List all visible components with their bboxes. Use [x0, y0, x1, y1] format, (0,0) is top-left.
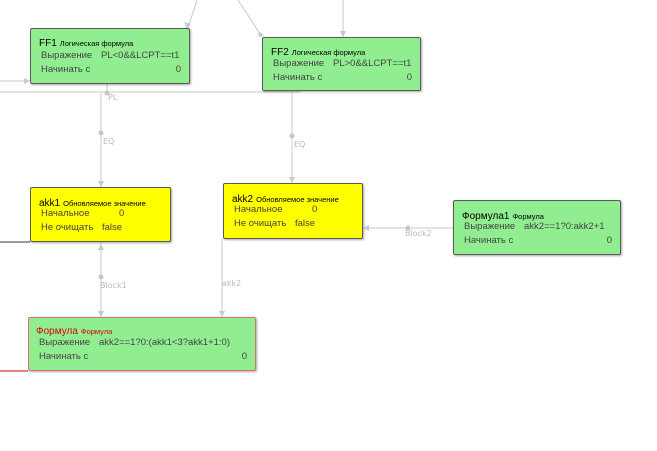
block-formula1-expr-value: akk2==1?0:akk2+1	[524, 221, 605, 232]
wire-label-akk2: akk2	[222, 279, 242, 288]
block-akk2-init-row: Начальное 0	[234, 204, 354, 216]
block-ff1-start-row: Начинать с 0	[41, 64, 181, 76]
block-ff2-start-value: 0	[406, 72, 412, 83]
block-akk2-noclear-label: Не очищать	[234, 218, 287, 229]
block-akk2-noclear-value: false	[295, 218, 316, 229]
block-akk2-init-value: 0	[312, 204, 318, 215]
block-akk1-init-value: 0	[119, 208, 125, 219]
block-akk1-noclear-value: false	[102, 222, 123, 233]
wire-label-block2: Block2	[405, 229, 432, 238]
wire-label-eq-ff1: EQ	[103, 137, 115, 146]
block-ff2-name: FF2	[271, 47, 289, 58]
block-formula1-name: Формула1	[462, 211, 510, 222]
block-ff2-start-row: Начинать с 0	[273, 72, 412, 84]
block-formula-expr-row: Выражение akk2==1?0:(akk1<3?akk1+1:0)	[39, 337, 247, 349]
block-formula-expr-value: akk2==1?0:(akk1<3?akk1+1:0)	[99, 337, 230, 348]
block-formula1-type: Формула	[512, 212, 544, 221]
block-formula-name: Формула	[36, 326, 78, 337]
block-ff2-expr-value: PL>0&&LCPT==t1	[333, 58, 412, 69]
block-formula-start-value: 0	[241, 351, 247, 362]
block-formula-type: Формула	[80, 327, 113, 336]
block-formula1-start-row: Начинать с 0	[464, 235, 612, 247]
block-akk1-init-label: Начальное	[41, 208, 90, 219]
block-ff1-type: Логическая формула	[59, 39, 134, 48]
block-ff1-expr-label: Выражение	[41, 50, 93, 61]
block-ff1-start-label: Начинать с	[41, 64, 91, 75]
block-ff2-expr-label: Выражение	[273, 58, 325, 69]
block-ff1-expr-row: Выражение PL<0&&LCPT==t1	[41, 50, 181, 62]
block-akk1-type: Обновляемое значение	[63, 199, 146, 208]
wire-label-block1: Block1	[100, 281, 127, 290]
block-akk2-init-label: Начальное	[234, 204, 283, 215]
block-akk1-name: akk1	[39, 198, 61, 209]
block-formula1-start-label: Начинать с	[464, 235, 514, 246]
block-formula1-start-value: 0	[606, 235, 612, 246]
block-ff1-name: FF1	[39, 38, 57, 49]
block-formula-expr-label: Выражение	[39, 337, 91, 348]
block-akk1-noclear-label: Не очищать	[41, 222, 94, 233]
block-formula1-expr-row: Выражение akk2==1?0:akk2+1	[464, 221, 612, 233]
block-formula-start-label: Начинать с	[39, 351, 89, 362]
block-akk2-noclear-row: Не очищать false	[234, 218, 354, 230]
block-ff1-start-value: 0	[175, 64, 181, 75]
block-ff2-type: Логическая формула	[291, 48, 366, 57]
block-ff2-start-label: Начинать с	[273, 72, 323, 83]
block-ff2-expr-row: Выражение PL>0&&LCPT==t1	[273, 58, 412, 70]
block-formula1-expr-label: Выражение	[464, 221, 516, 232]
block-ff1-expr-value: PL<0&&LCPT==t1	[101, 50, 180, 61]
wire-label-eq-ff2: EQ	[294, 140, 306, 149]
block-formula-start-row: Начинать с 0	[39, 351, 247, 363]
wire-label-pl: PL	[108, 93, 118, 102]
block-akk2-name: akk2	[232, 194, 254, 205]
block-akk2-type: Обновляемое значение	[256, 195, 339, 204]
block-akk1-noclear-row: Не очищать false	[41, 222, 162, 234]
block-akk1-init-row: Начальное 0	[41, 208, 162, 220]
